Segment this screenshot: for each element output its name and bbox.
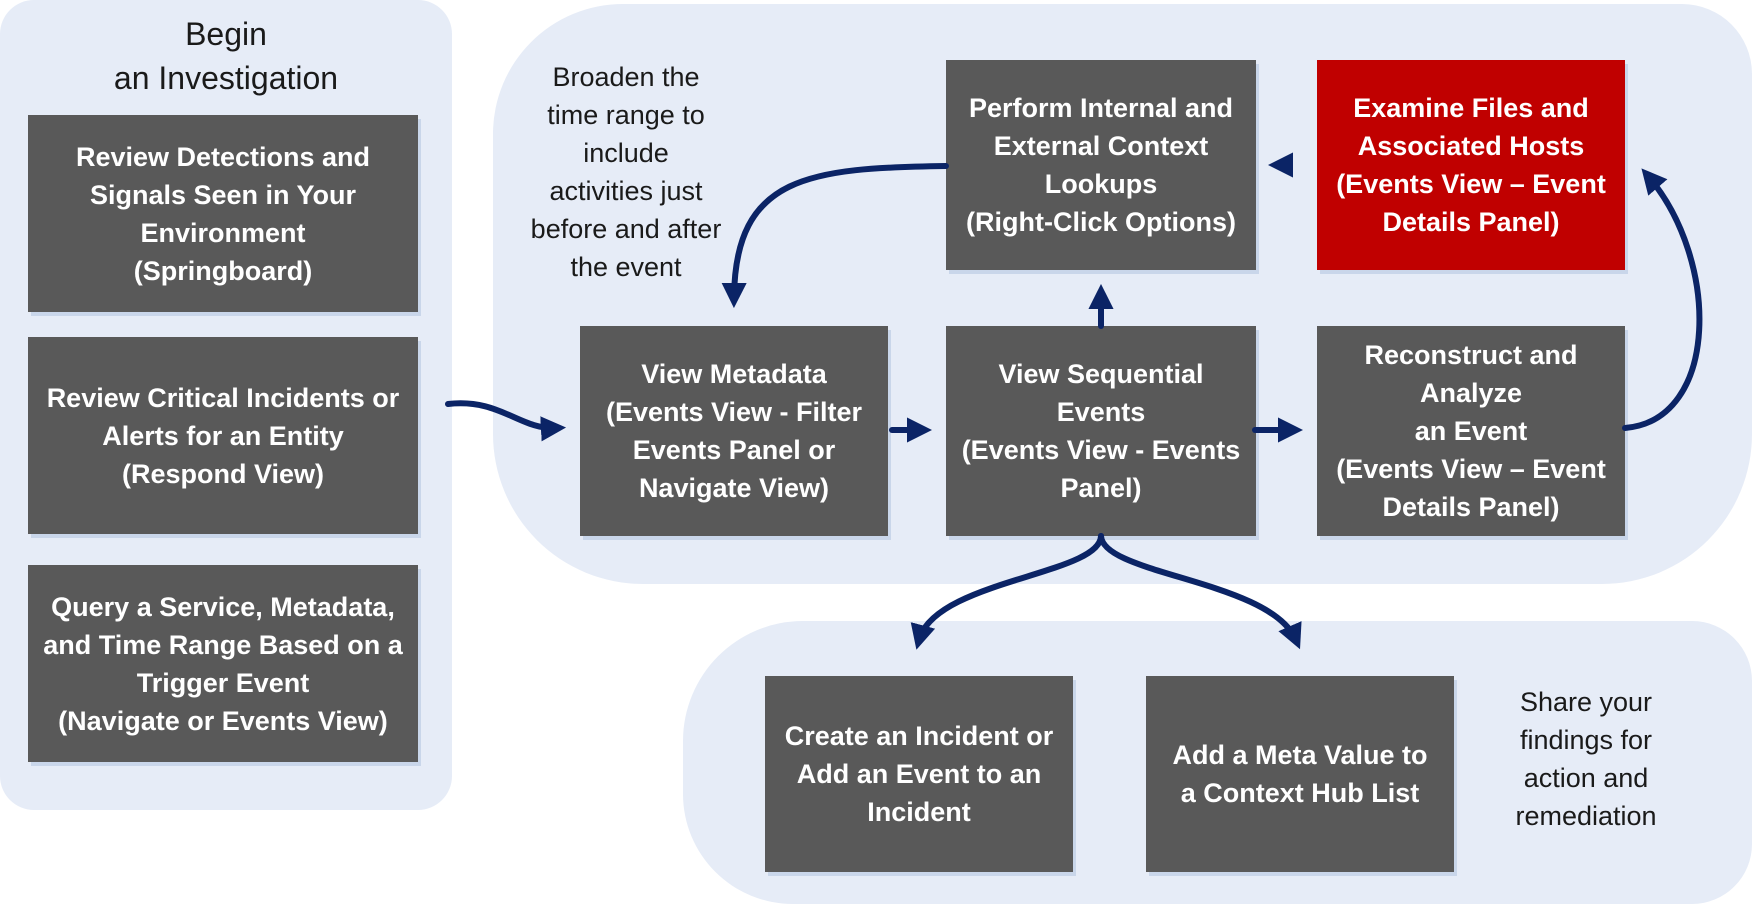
view-sequential-events-box: View Sequential Events (Events View - Ev… (946, 326, 1256, 536)
begin-heading: Begin an Investigation (113, 16, 339, 96)
context-lookups-box: Perform Internal and External Context Lo… (946, 60, 1256, 270)
arrow-incidents-to-metadata (445, 400, 567, 442)
arrow-lookups-to-metadata (721, 163, 949, 309)
review-incidents-box: Review Critical Incidents or Alerts for … (28, 337, 418, 534)
broaden-time-range-note: Broaden the time range to include activi… (530, 62, 722, 282)
share-findings-note: Share your findings for action and remed… (1515, 687, 1657, 831)
review-detections-box: Review Detections and Signals Seen in Yo… (28, 115, 418, 312)
create-incident-box: Create an Incident or Add an Event to an… (765, 676, 1073, 872)
arrow-sequential-to-create-incident (910, 533, 1104, 650)
arrow-reconstruct-to-examine (1622, 168, 1703, 431)
query-service-box: Query a Service, Metadata, and Time Rang… (28, 565, 418, 762)
reconstruct-event-box: Reconstruct and Analyze an Event (Events… (1317, 326, 1625, 536)
view-metadata-box: View Metadata (Events View - Filter Even… (580, 326, 888, 536)
arrow-sequential-to-add-meta (1098, 533, 1302, 650)
examine-files-box: Examine Files and Associated Hosts (Even… (1317, 60, 1625, 270)
add-meta-value-box: Add a Meta Value to a Context Hub List (1146, 676, 1454, 872)
